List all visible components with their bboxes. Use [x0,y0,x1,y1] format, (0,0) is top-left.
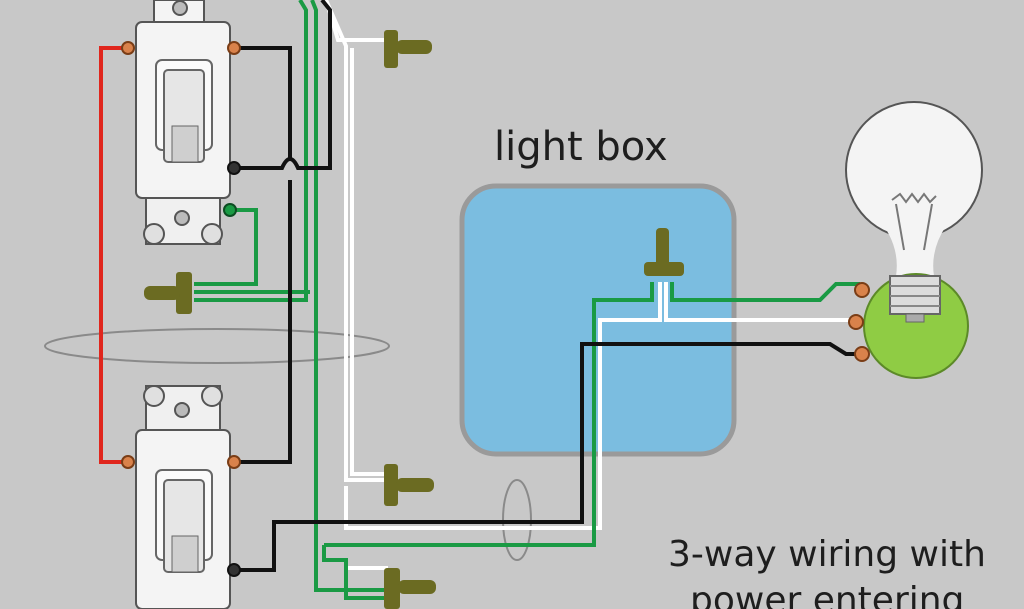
diagram-title-line-2: power entering [690,580,965,609]
toggle-switch-icon [121,0,241,245]
light-box-label: light box [494,124,668,170]
black-hot-wires [236,0,860,572]
wire-nut-icon [144,272,192,314]
cable-bundle-ellipse [44,328,390,364]
red-traveler-wire [99,46,128,464]
light-bulb-icon [845,101,983,379]
wire-nut-icon [384,568,436,609]
wire-nut-icon [644,228,684,276]
wire-nut-icon [384,464,434,506]
toggle-switch-icon [121,385,241,609]
green-ground-wires [194,0,860,600]
wire-nut-icon [384,30,432,68]
diagram-title-line-1: 3-way wiring with [668,534,986,575]
